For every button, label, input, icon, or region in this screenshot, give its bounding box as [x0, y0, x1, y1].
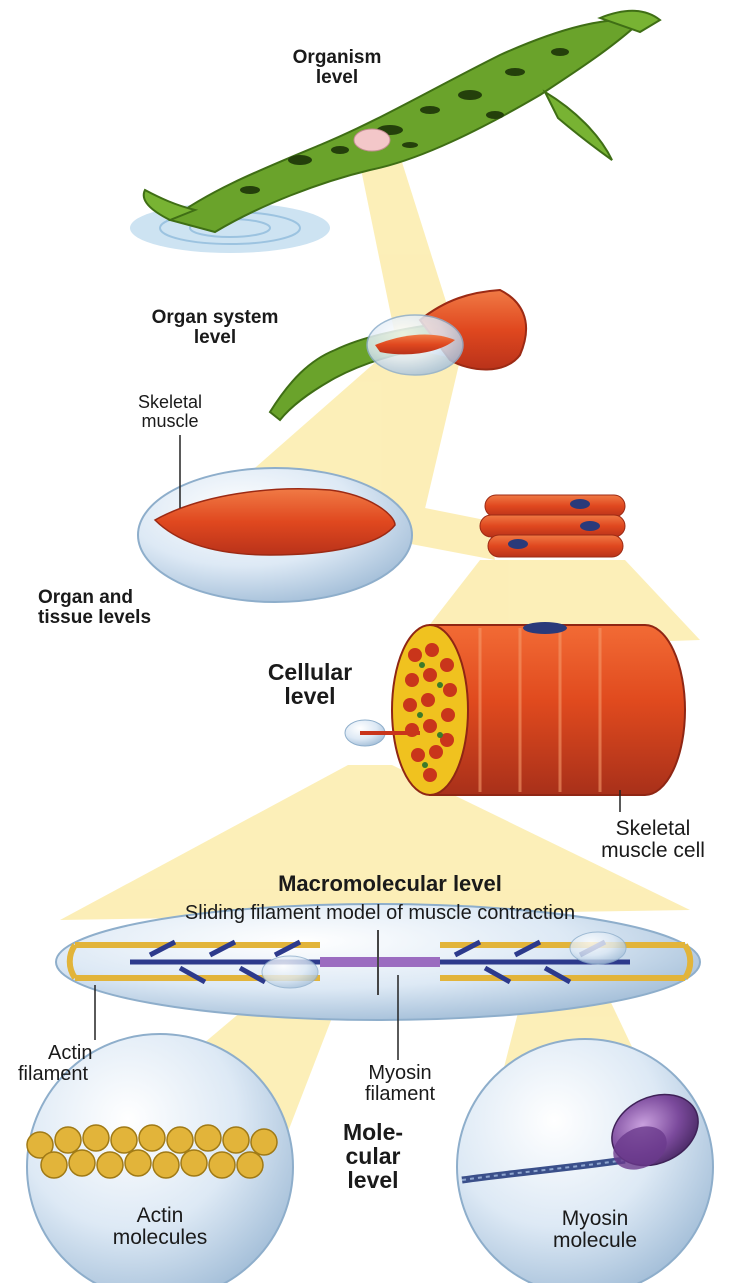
label-actin-molecules: Actinmolecules — [75, 1205, 245, 1249]
label-molecular-level: Mole-cularlevel — [318, 1120, 428, 1192]
muscle-fiber-bundle — [480, 495, 625, 557]
label-organ-system-level: Organ systemlevel — [115, 308, 315, 348]
label-organ-tissue-levels: Organ andtissue levels — [38, 588, 151, 628]
label-skeletal-muscle-cell: Skeletalmuscle cell — [568, 818, 738, 862]
label-skeletal-muscle: Skeletalmuscle — [95, 393, 245, 431]
label-sliding-filament-model: Sliding filament model of muscle contrac… — [40, 903, 720, 924]
label-macromolecular-level: Macromolecular level — [180, 872, 600, 895]
label-organism-level: Organismlevel — [262, 48, 412, 88]
label-actin-filament: Actinfilament — [18, 1043, 92, 1085]
label-myosin-filament: Myosinfilament — [335, 1063, 465, 1105]
label-myosin-molecule: Myosinmolecule — [510, 1208, 680, 1252]
label-cellular-level: Cellularlevel — [240, 660, 380, 708]
